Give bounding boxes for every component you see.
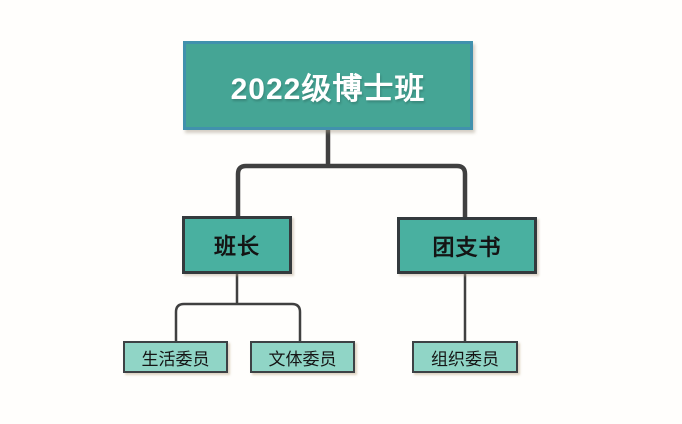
org-node-tuanzhishu-label: 团支书 [432, 234, 502, 260]
org-node-zuzhi-weiyuan[interactable]: 组织委员 [412, 341, 518, 373]
org-node-root-label: 2022级博士班 [230, 72, 426, 106]
org-node-wenti-label: 文体委员 [268, 349, 337, 369]
org-node-zuzhi-label: 组织委员 [431, 349, 499, 369]
org-node-banzhang[interactable]: 班长 [182, 216, 292, 274]
org-node-root[interactable]: 2022级博士班 [183, 41, 473, 130]
banzhang-children-connector [174, 272, 302, 344]
org-node-banzhang-label: 班长 [213, 234, 260, 259]
org-node-shenghuo-label: 生活委员 [141, 349, 210, 369]
org-node-shenghuo-weiyuan[interactable]: 生活委员 [123, 341, 228, 373]
org-node-tuanzhishu[interactable]: 团支书 [397, 217, 537, 274]
org-node-wenti-weiyuan[interactable]: 文体委员 [250, 341, 355, 373]
root-branch-connector [235, 128, 468, 221]
